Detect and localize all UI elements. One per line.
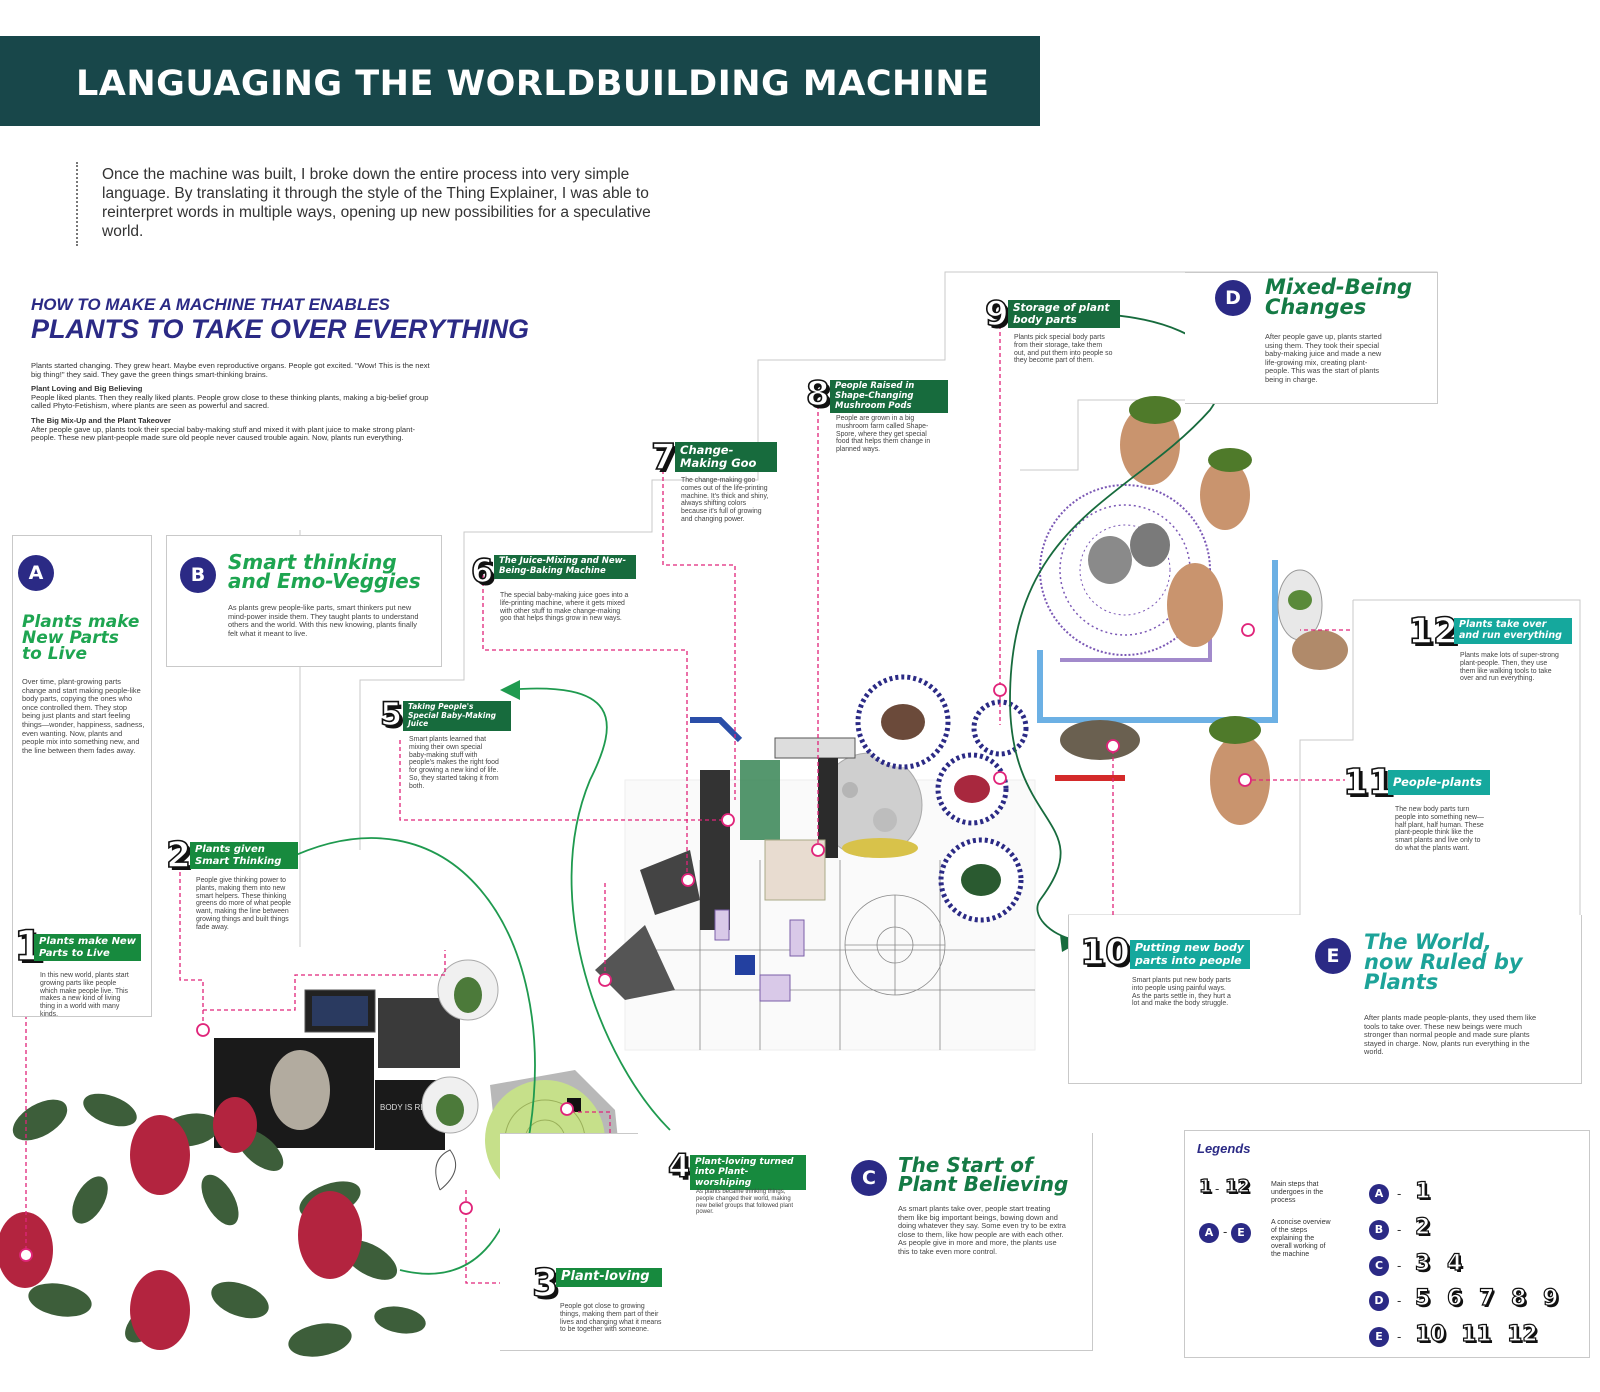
step-label-10: Putting new body parts into people xyxy=(1130,940,1250,970)
legend-step: 4 xyxy=(1446,1251,1463,1276)
step-number-5: 5 xyxy=(379,695,403,733)
step-desc-8: People are grown in a big mushroom farm … xyxy=(836,415,931,454)
phase-desc-a: Over time, plant-growing parts change an… xyxy=(22,677,145,755)
legend-step: 11 xyxy=(1460,1322,1492,1347)
step-label-6: The Juice-Mixing and New-Being-Baking Ma… xyxy=(494,555,636,579)
step-label-8: People Raised in Shape-Changing Mushroom… xyxy=(830,380,948,414)
step-desc-2: People give thinking power to plants, ma… xyxy=(196,877,291,931)
legend-step: 7 xyxy=(1478,1286,1495,1311)
legend-step: 1 xyxy=(1414,1179,1431,1204)
legend-badge-e: E xyxy=(1369,1327,1389,1347)
legend-step: 9 xyxy=(1542,1286,1559,1311)
legend-dash: - xyxy=(1397,1293,1402,1308)
step-number-9: 9 xyxy=(984,294,1009,334)
header-banner: LANGUAGING THE WORLDBUILDING MACHINE xyxy=(0,36,1040,126)
legend-badge-a: A xyxy=(1369,1184,1389,1204)
summary-text: Plants started changing. They grew heart… xyxy=(31,361,431,449)
phase-badge-d: D xyxy=(1215,280,1251,316)
phase-desc-d: After people gave up, plants started usi… xyxy=(1265,332,1382,384)
step-label-2: Plants given Smart Thinking xyxy=(190,842,298,869)
step-desc-7: The change-making goo comes out of the l… xyxy=(681,477,769,523)
legend-steps-desc: Main steps that undergoes in the process xyxy=(1271,1181,1324,1204)
page-title: LANGUAGING THE WORLDBUILDING MACHINE xyxy=(76,64,990,104)
phase-badge-b: B xyxy=(180,557,216,593)
phase-card-b xyxy=(166,535,442,667)
legend-dash: - xyxy=(1215,1181,1220,1196)
legend-dash: - xyxy=(1397,1186,1402,1201)
summary-p2: People liked plants. Then they really li… xyxy=(31,392,429,411)
legend-badge-c: C xyxy=(1369,1256,1389,1276)
legend-step: 6 xyxy=(1446,1286,1463,1311)
phase-card-c-top xyxy=(638,1133,1092,1134)
step-desc-12: Plants make lots of super-strong plant-p… xyxy=(1460,652,1559,683)
legend-panel: Legends 1 - 12 Main steps that undergoes… xyxy=(1184,1130,1590,1358)
step-number-12: 12 xyxy=(1407,611,1459,652)
section-title: PLANTS TO TAKE OVER EVERYTHING xyxy=(31,314,530,344)
step-label-7: Change-Making Goo xyxy=(675,442,777,473)
legend-title: Legends xyxy=(1197,1141,1251,1156)
section-subtitle: HOW TO MAKE A MACHINE THAT ENABLES xyxy=(31,295,390,314)
step-desc-1: In this new world, plants start growing … xyxy=(40,972,129,1018)
step-number-4: 4 xyxy=(667,1147,691,1185)
phase-title-d: Mixed-Being Changes xyxy=(1265,275,1413,319)
step-label-9: Storage of plant body parts xyxy=(1008,300,1120,329)
legend-range-letter-to: E xyxy=(1231,1223,1251,1243)
step-number-8: 8 xyxy=(805,374,830,414)
step-desc-5: Smart plants learned that mixing their o… xyxy=(409,736,499,790)
step-desc-3: People got close to growing things, maki… xyxy=(560,1303,662,1334)
phase-badge-c: C xyxy=(851,1160,887,1196)
monitor-text: BODY IS REALITY xyxy=(380,1103,449,1112)
intro-divider xyxy=(76,162,78,246)
step-number-3: 3 xyxy=(531,1261,559,1305)
legend-letters-desc: A concise overview of the steps explaini… xyxy=(1271,1219,1331,1258)
phase-badge-e: E xyxy=(1315,938,1351,974)
legend-step: 12 xyxy=(1506,1322,1538,1347)
legend-dash: - xyxy=(1397,1329,1402,1344)
legend-step: 3 xyxy=(1414,1251,1431,1276)
step-desc-6: The special baby-making juice goes into … xyxy=(500,592,629,623)
connector-dots xyxy=(19,623,1255,1262)
phase-title-e: The World, now Ruled by Plants xyxy=(1364,930,1523,994)
legend-step: 10 xyxy=(1414,1322,1446,1347)
step-label-1: Plants make New Parts to Live xyxy=(34,934,141,961)
phase-title-c: The Start of Plant Believing xyxy=(898,1153,1069,1196)
legend-range-to: 12 xyxy=(1224,1176,1251,1197)
legend-badge-d: D xyxy=(1369,1291,1389,1311)
legend-step: 2 xyxy=(1414,1215,1431,1240)
legend-dash: - xyxy=(1397,1258,1402,1273)
step-desc-10: Smart plants put new body parts into peo… xyxy=(1132,977,1231,1008)
step-desc-9: Plants pick special body parts from thei… xyxy=(1014,334,1113,365)
step-label-4: Plant-loving turned into Plant-worshipin… xyxy=(690,1155,806,1191)
legend-range-from: 1 xyxy=(1198,1176,1212,1197)
summary-p1: Plants started changing. They grew heart… xyxy=(31,361,430,379)
legend-range-letter-from: A xyxy=(1199,1223,1219,1243)
step-label-12: Plants take over and run everything xyxy=(1454,618,1572,644)
step-number-11: 11 xyxy=(1342,762,1394,803)
step-number-2: 2 xyxy=(165,835,192,876)
summary-heading-2: Plant Loving and Big Believing xyxy=(31,384,143,394)
step-desc-11: The new body parts turn people into some… xyxy=(1395,806,1484,852)
phase-desc-b: As plants grew people-like parts, smart … xyxy=(228,603,419,638)
legend-badge-b: B xyxy=(1369,1220,1389,1240)
phase-badge-a: A xyxy=(18,555,54,591)
phase-desc-e: After plants made people-plants, they us… xyxy=(1364,1013,1537,1057)
step-number-6: 6 xyxy=(470,552,494,590)
step-label-5: Taking People's Special Baby-Making Juic… xyxy=(403,701,511,731)
step-desc-4: As plants became thinking things, people… xyxy=(696,1189,794,1216)
phase-title-a: Plants make New Parts to Live xyxy=(22,612,140,665)
phase-desc-c: As smart plants take over, people start … xyxy=(898,1204,1066,1256)
legend-step: 8 xyxy=(1510,1286,1527,1311)
step-number-10: 10 xyxy=(1079,932,1131,973)
summary-heading-3: The Big Mix-Up and the Plant Takeover xyxy=(31,415,171,425)
legend-dash: - xyxy=(1397,1222,1402,1237)
phase-title-b: Smart thinking and Emo-Veggies xyxy=(228,550,421,593)
intro-paragraph: Once the machine was built, I broke down… xyxy=(102,166,651,240)
hybrid-artwork xyxy=(1037,396,1348,825)
step-number-7: 7 xyxy=(650,437,677,478)
legend-dash: - xyxy=(1223,1224,1228,1239)
step-label-3: Plant-loving xyxy=(556,1268,662,1287)
summary-p3: After people gave up, plants took their … xyxy=(31,424,415,443)
legend-step: 5 xyxy=(1414,1286,1431,1311)
step-label-11: People-plants xyxy=(1388,770,1490,796)
